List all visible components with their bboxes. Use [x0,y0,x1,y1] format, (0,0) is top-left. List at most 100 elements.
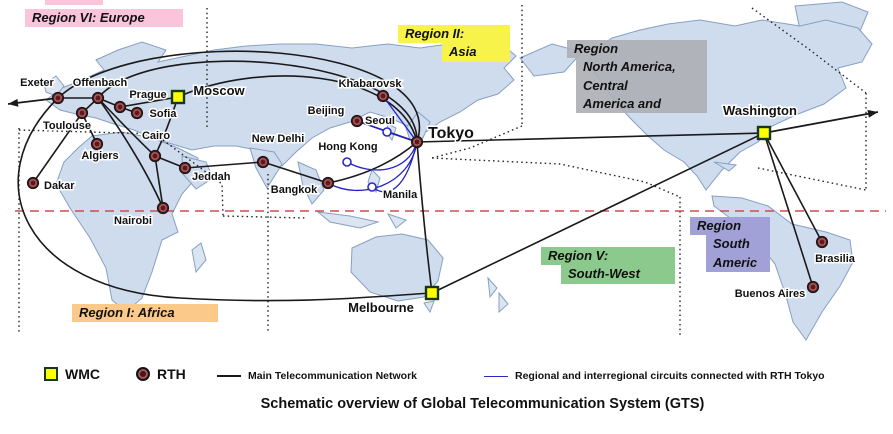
label-beijing: Beijing [308,105,345,117]
node-ring-khabarovsk [378,92,387,101]
landmass-japan [405,111,431,141]
landmass-new-zealand-north [487,276,498,299]
link-tokyo-manila [371,141,418,193]
blue-line-icon [484,375,508,377]
node-ring-dakar [28,179,37,188]
label-jeddah: Jeddah [192,171,231,183]
label-newdelhi: New Delhi [252,133,305,145]
label-toulouse: Toulouse [43,120,91,132]
region-boundaries [15,5,886,335]
label-algiers: Algiers [81,150,118,162]
wmc-square-icon [44,367,58,381]
link-washington-melbourne [431,132,765,294]
label-exeter: Exeter [20,77,54,89]
label-offenbach: Offenbach [73,77,128,89]
link-exeter-tokyo [57,50,421,143]
link-tokyo-hongkong [346,141,418,171]
node-ring-nairobi [159,204,168,213]
label-washington: Washington [723,103,797,118]
node-ring-exeter [53,94,62,103]
link-offenbach-nairobi [97,97,164,209]
region-north-america-line-3: Central [576,76,707,95]
region-v-south-west: Region V:South-West [533,247,675,284]
region-north-america-line-2: North America, [576,58,707,77]
landmass-cuba [713,161,738,172]
legend-item-rth: RTH [136,366,186,382]
node-ring-tokyo [412,138,421,147]
region-north-america-line-4: America and [576,94,707,113]
legend-main-label: Main Telecommunication Network [248,370,417,382]
region-boundary [18,129,161,135]
arrow-west-head [8,98,19,107]
region-boundary [757,167,867,191]
node-hongkong [342,157,352,167]
landmass-indonesia [316,211,380,229]
label-cairo: Cairo [142,130,170,142]
landmass-alaska [519,43,583,77]
region-boundary [431,125,523,159]
region-vi-europe: Region VI: Europe [25,9,183,28]
network-links [17,50,823,302]
node-washington [756,125,772,141]
landmass-uk [43,75,65,97]
region-boundary [162,139,224,217]
node-moscow [170,89,186,105]
region-ii-asia-line-1: Region II: [398,25,510,44]
legend-item-main-network: Main Telecommunication Network [217,370,417,382]
landmass-new-guinea [386,213,408,229]
legend-item-circuits: Regional and interregional circuits conn… [484,370,825,382]
label-dakar: Dakar [44,180,75,192]
link-newdelhi-bangkok [262,161,329,184]
label-sofia: Sofia [150,108,178,120]
link-tokyo-khabarovsk [382,95,418,143]
landmass-indochina [297,161,325,205]
offmap-arrows [7,97,879,134]
link-tokyo-melbourne [416,141,433,294]
node-ring-brasilia [817,238,826,247]
node-ring-newdelhi [258,158,267,167]
link-bangkok-tokyo [327,141,418,184]
arrow-east-head [867,109,878,118]
region-v-south-west-line-2: South-West [561,265,675,284]
label-tokyo: Tokyo [428,125,474,142]
node-ring-toulouse [78,109,87,118]
label-buenosaires: Buenos Aires [735,288,806,300]
label-brasilia: Brasilia [815,253,856,265]
label-khabarovsk: Khabarovsk [339,78,403,90]
landmass-australia [350,233,444,302]
label-manila: Manila [383,189,418,201]
link-offenbach-cairo [97,97,156,157]
label-hongkong: Hong Kong [318,141,377,153]
label-melbourne: Melbourne [348,300,414,315]
landmass-africa [55,131,199,313]
link-jeddah-newdelhi [184,161,264,169]
node-ring-jeddah [181,164,190,173]
legend-circuit-label: Regional and interregional circuits conn… [515,370,825,382]
region-boundary [751,7,867,94]
diagram-title: Schematic overview of Global Telecommuni… [260,396,705,412]
region-boundary [222,215,306,219]
link-washington-buenosaires [763,132,814,288]
landmass-tasmania [423,300,435,314]
link-tokyo-washington [416,132,765,143]
label-nairobi: Nairobi [114,215,152,227]
landmass-philippines [367,169,381,194]
landmass-india [249,147,283,189]
region-south-america-line-2: South [706,235,770,254]
landmass-madagascar [191,242,207,274]
link-toulouse-dakar [32,112,83,184]
landmass-new-zealand-south [498,291,509,314]
region-north-america-line-1: Region [567,40,707,59]
link-prague-moscow [119,96,179,108]
node-melbourne [424,285,440,301]
label-bangkok: Bangkok [271,184,318,196]
arrow-east [763,111,879,134]
node-seoul [382,127,392,137]
node-ring-cairo [151,152,160,161]
node-ring-prague [116,103,125,112]
node-manila [367,182,377,192]
region-ii-asia-line-2: Asia [442,43,510,62]
